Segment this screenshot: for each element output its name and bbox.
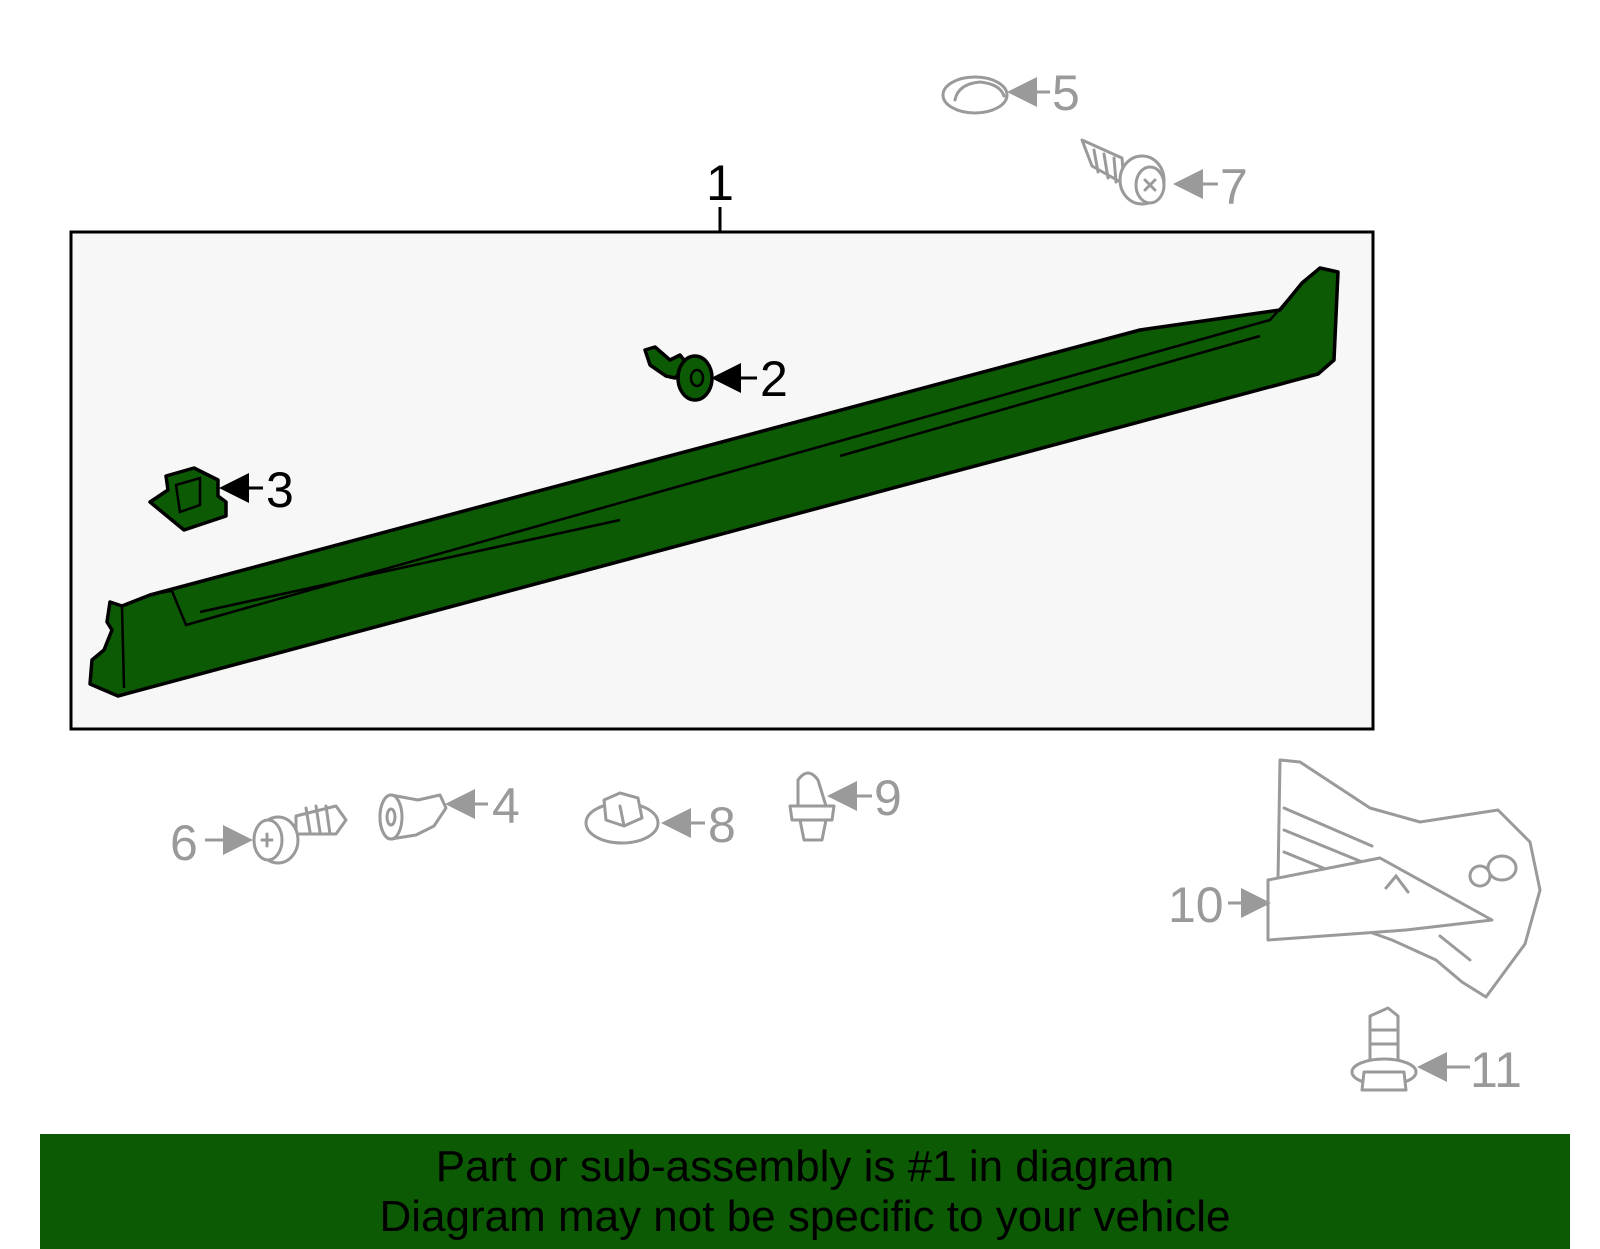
part-1-rocker-molding[interactable]	[88, 266, 1340, 698]
part-10-bracket[interactable]	[1266, 758, 1542, 999]
callout-1[interactable]: 1	[706, 155, 734, 211]
callout-7[interactable]: 7	[1220, 159, 1248, 215]
banner-line-vehicle-note: Diagram may not be specific to your vehi…	[379, 1191, 1231, 1241]
part-5-cap[interactable]	[941, 75, 1009, 115]
part-3-clip[interactable]	[148, 466, 228, 532]
part-9-clip[interactable]	[788, 771, 836, 842]
part-8-flange-nut[interactable]	[584, 791, 660, 845]
callout-6[interactable]: 6	[170, 815, 198, 871]
part-6-bolt[interactable]	[252, 804, 348, 865]
callout-5[interactable]: 5	[1052, 65, 1080, 121]
callout-10[interactable]: 10	[1168, 877, 1224, 933]
callout-11[interactable]: 11	[1470, 1042, 1522, 1098]
callout-9[interactable]: 9	[874, 770, 902, 826]
part-7-screw[interactable]	[1080, 138, 1166, 206]
callout-3[interactable]: 3	[266, 462, 294, 518]
part-4-push-clip[interactable]	[378, 793, 448, 841]
callout-8[interactable]: 8	[708, 797, 736, 853]
callout-2[interactable]: 2	[760, 351, 788, 407]
callout-4[interactable]: 4	[492, 778, 520, 834]
part-11-stud-bolt[interactable]	[1350, 1006, 1418, 1092]
banner-line-part-note: Part or sub-assembly is #1 in diagram	[435, 1141, 1175, 1191]
info-banner: Part or sub-assembly is #1 in diagram Di…	[40, 1134, 1570, 1249]
